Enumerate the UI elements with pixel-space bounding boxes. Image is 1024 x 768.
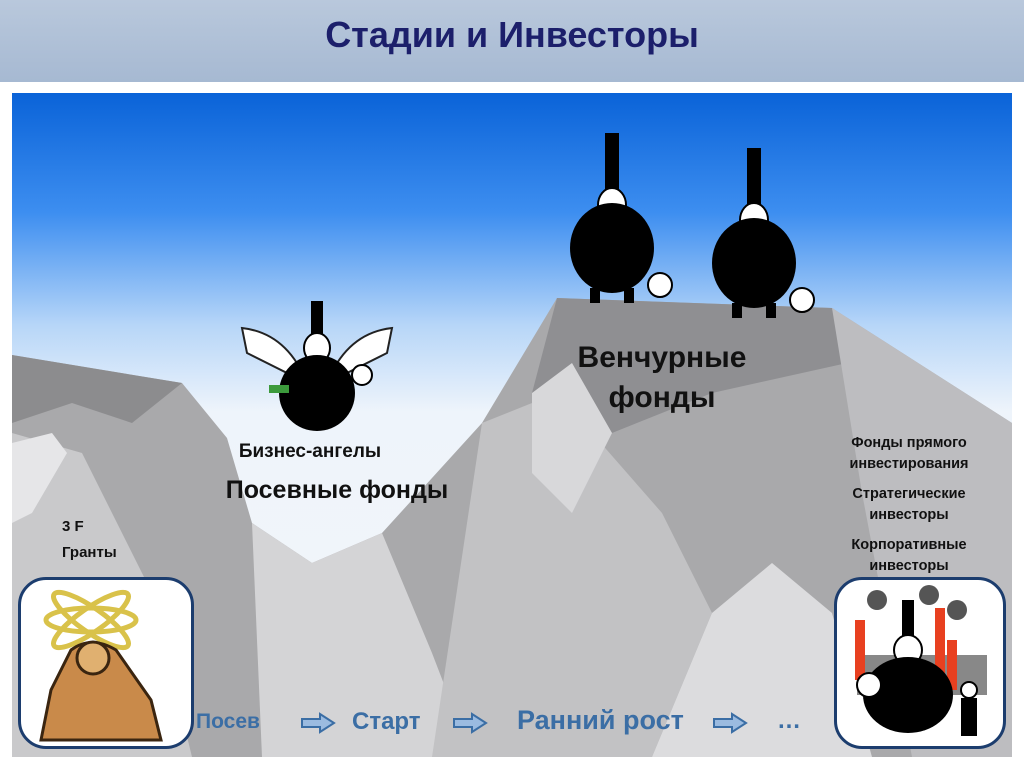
right-line: Фонды прямого (851, 435, 967, 451)
grants-label: Гранты (62, 544, 117, 561)
right-line: инвесторы (869, 558, 949, 574)
slide-title: Стадии и Инвесторы (325, 14, 699, 55)
stage-early-growth: Ранний рост (517, 705, 684, 735)
right-line: инвесторы (869, 507, 949, 523)
scientist-box (18, 577, 194, 749)
late-investors-label: Фонды прямого инвестирования Стратегичес… (824, 433, 994, 577)
corporate-investor-clipart (855, 585, 987, 736)
venture-investor-clipart (712, 148, 815, 318)
three-f-label: 3 F (62, 518, 84, 535)
arrow-right-icon (453, 712, 488, 734)
right-line: инвестирования (849, 456, 969, 472)
seed-funds-label: Посевные фонды (225, 476, 449, 504)
right-line: Корпоративные (851, 537, 967, 553)
stage-start: Старт (352, 708, 421, 735)
venture-line-2: фонды (608, 381, 716, 414)
scientist-clipart (39, 589, 163, 742)
business-angels-label: Бизнес-ангелы (238, 441, 382, 462)
arrow-right-icon (301, 712, 336, 734)
slide-header: Стадии и Инвесторы (0, 0, 1024, 82)
arrow-right-icon (713, 712, 748, 734)
venture-funds-label: Венчурные фонды (552, 338, 772, 418)
angel-investor-clipart (240, 301, 394, 431)
venture-investor-clipart (570, 133, 673, 303)
venture-line-1: Венчурные (577, 341, 747, 374)
corporate-box (834, 577, 1006, 749)
right-line: Стратегические (852, 486, 966, 502)
stage-more: … (777, 707, 801, 734)
mountain-illustration: Венчурные фонды Бизнес-ангелы Посевные ф… (12, 93, 1012, 757)
stage-seed: Посев (196, 710, 260, 733)
